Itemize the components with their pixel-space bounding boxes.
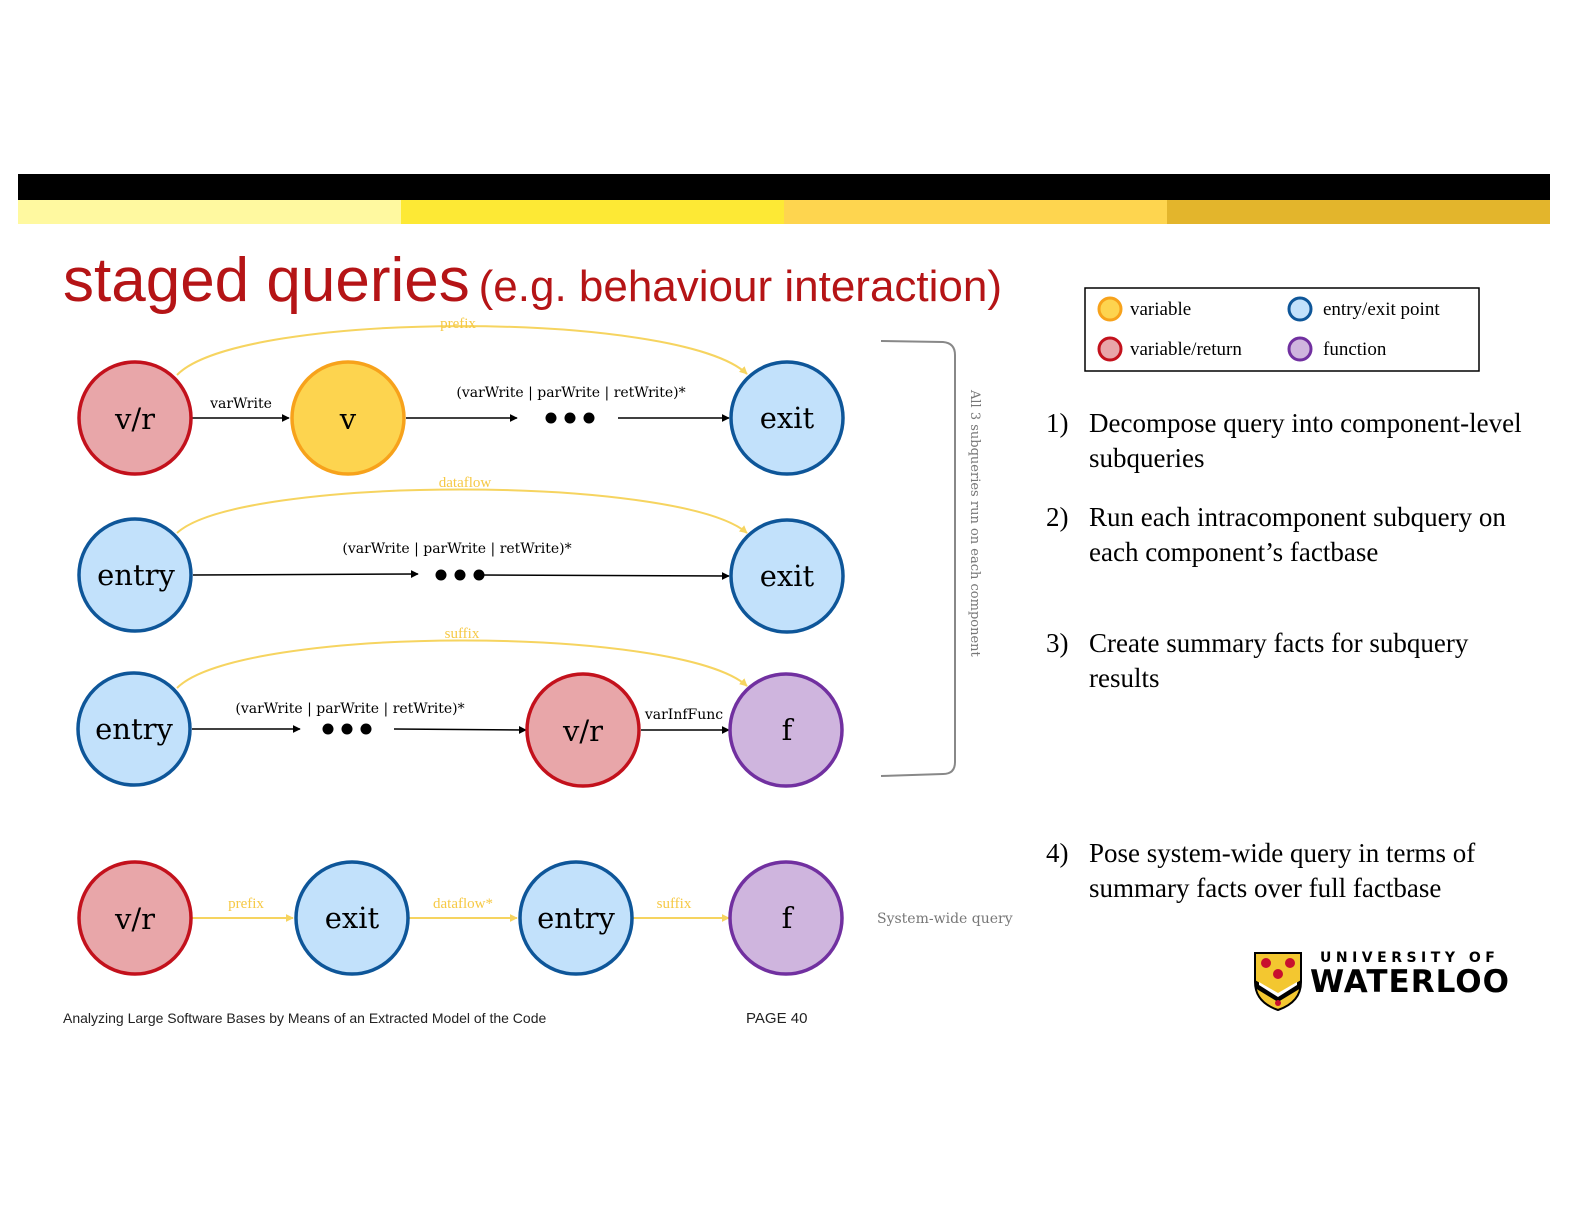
subquery-bracket [880,340,956,777]
ellipsis-dot [545,412,557,424]
ellipsis-dot [583,412,595,424]
legend-box [1084,287,1480,372]
step-text: Decompose query into component-level sub… [1089,408,1522,473]
legend-label: function [1323,339,1387,360]
legend: variable entry/exit point variable/retur… [1084,287,1480,372]
node-label: f [782,901,795,935]
logo-text-waterloo: WATERLOO [1310,964,1510,1000]
node-label: v/r [114,902,155,936]
node-variable: v [290,360,406,476]
edge-label-r3-a: (varWrite | parWrite | retWrite)* [235,701,464,717]
arc-prefix [176,325,748,376]
arc-suffix [176,639,748,689]
sys-edge-label-3: suffix [657,896,692,912]
title-sub: (e.g. behaviour interaction) [478,262,1003,311]
arc-dataflow [176,488,748,534]
step-number: 4) [1046,838,1069,868]
edge-label-r2: (varWrite | parWrite | retWrite)* [342,541,571,557]
legend-label: variable [1130,299,1191,320]
node-label: v/r [114,402,155,436]
node-entry-exit: entry [77,517,193,633]
legend-swatch-varret [1097,336,1123,362]
edge-label-r1-b: (varWrite | parWrite | retWrite)* [456,385,685,401]
arc-label-dataflow: dataflow [439,475,492,491]
ellipsis-dot [360,723,372,735]
node-label: exit [760,401,815,435]
bracket-label: All 3 subqueries run on each component [967,389,982,658]
node-label: entry [97,558,175,592]
header-band-seg-1 [18,200,401,224]
step-text: Create summary facts for subquery result… [1089,628,1469,693]
sys-edge-label-1: prefix [228,896,264,912]
step-text: Run each intracomponent subquery on each… [1089,502,1506,567]
edge-r3-b [393,725,527,734]
legend-label: variable/return [1130,339,1242,360]
node-label: v [339,402,357,436]
ellipsis-dot [435,569,447,581]
node-varret: v/r [77,360,193,476]
ellipsis-dot [564,412,576,424]
legend-label: entry/exit point [1323,299,1440,320]
legend-swatch-variable [1097,296,1123,322]
header-band-seg-3 [784,200,1167,224]
node-label: exit [325,901,380,935]
step-number: 1) [1046,408,1069,438]
node-function: f [728,860,844,976]
node-label: entry [537,901,615,935]
node-varret: v/r [77,860,193,976]
node-varret: v/r [525,672,641,788]
node-entry-exit: entry [76,671,192,787]
header-band-seg-2 [401,200,784,224]
node-entry-exit: exit [729,518,845,634]
node-entry-exit: entry [518,860,634,976]
ellipsis-dot [322,723,334,735]
header-black-band [18,174,1550,200]
edge-label-r1-a: varWrite [209,396,272,412]
node-label: v/r [562,714,603,748]
logo-text-university: UNIVERSITY OF [1320,950,1500,966]
edge-r2-a [192,570,419,579]
node-entry-exit: exit [294,860,410,976]
ellipsis-dot [454,569,466,581]
arc-label-prefix: prefix [440,316,476,332]
footer-title: Analyzing Large Software Bases by Means … [63,1010,547,1026]
legend-swatch-function [1287,336,1313,362]
edge-label-r3-b: varInfFunc [644,707,723,723]
slide-title: staged queries (e.g. behaviour interacti… [63,245,1002,316]
page-number: PAGE 40 [746,1010,808,1027]
node-entry-exit: exit [729,360,845,476]
edge-r2-b [478,571,730,580]
university-logo: UNIVERSITY OF WATERLOO [1252,950,1512,1014]
node-label: exit [760,559,815,593]
title-main: staged queries [63,246,470,315]
step-number: 3) [1046,628,1069,658]
legend-swatch-entry [1287,296,1313,322]
sys-edge-label-2: dataflow* [433,896,493,912]
crest-icon [1254,952,1302,1012]
step-text: Pose system-wide query in terms of summa… [1089,838,1476,903]
ellipsis-dot [341,723,353,735]
step-number: 2) [1046,502,1069,532]
header-band-seg-4 [1167,200,1550,224]
system-query-caption: System-wide query [877,911,1013,927]
node-function: f [728,672,844,788]
node-label: entry [95,712,173,746]
arc-label-suffix: suffix [445,626,480,642]
node-label: f [782,713,795,747]
